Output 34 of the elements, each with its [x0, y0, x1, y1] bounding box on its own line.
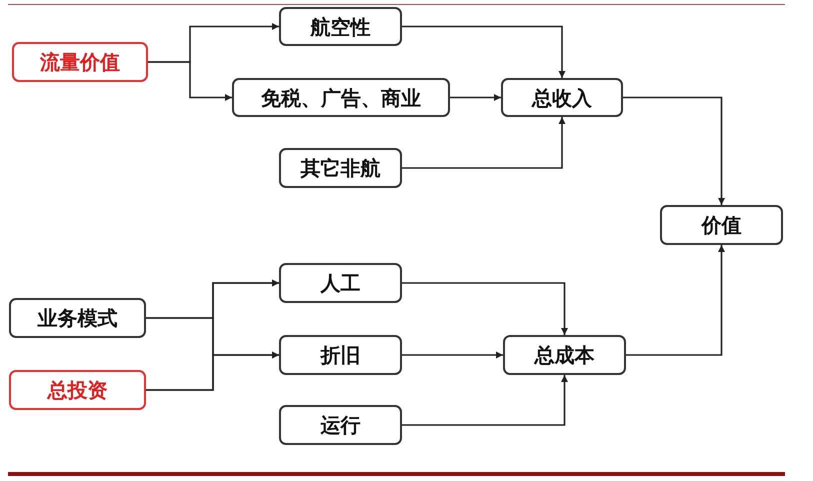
process-box — [279, 335, 402, 375]
process-box — [232, 78, 450, 117]
box-label: 流量价值 — [40, 52, 120, 72]
arrow — [402, 117, 566, 169]
box-label: 总收入 — [532, 88, 592, 108]
box-label: 运行 — [320, 415, 360, 435]
arrow — [402, 352, 503, 358]
process-box — [503, 335, 626, 375]
box-label: 总投资 — [48, 380, 108, 400]
process-box — [9, 370, 146, 410]
box-label: 其它非航 — [300, 158, 380, 178]
process-box — [279, 148, 402, 188]
process-box — [279, 263, 402, 303]
process-box — [279, 405, 402, 445]
arrow — [402, 26, 566, 78]
arrow — [402, 375, 568, 426]
box-label: 总成本 — [534, 345, 594, 365]
arrow — [146, 352, 279, 391]
arrow — [623, 96, 725, 205]
process-box — [9, 298, 146, 338]
box-label: 折旧 — [320, 345, 360, 365]
box-label: 免税、广告、商业 — [261, 88, 421, 108]
process-box — [12, 42, 148, 82]
box-label: 航空性 — [310, 16, 370, 36]
arrow — [402, 282, 568, 335]
process-box — [279, 7, 402, 46]
box-label: 人工 — [320, 273, 360, 293]
arrow — [450, 94, 501, 101]
box-label: 业务模式 — [38, 308, 118, 328]
arrow — [626, 245, 725, 356]
box-label: 价值 — [702, 215, 742, 235]
arrow — [148, 61, 232, 101]
process-box — [501, 78, 623, 117]
process-box — [660, 205, 783, 245]
